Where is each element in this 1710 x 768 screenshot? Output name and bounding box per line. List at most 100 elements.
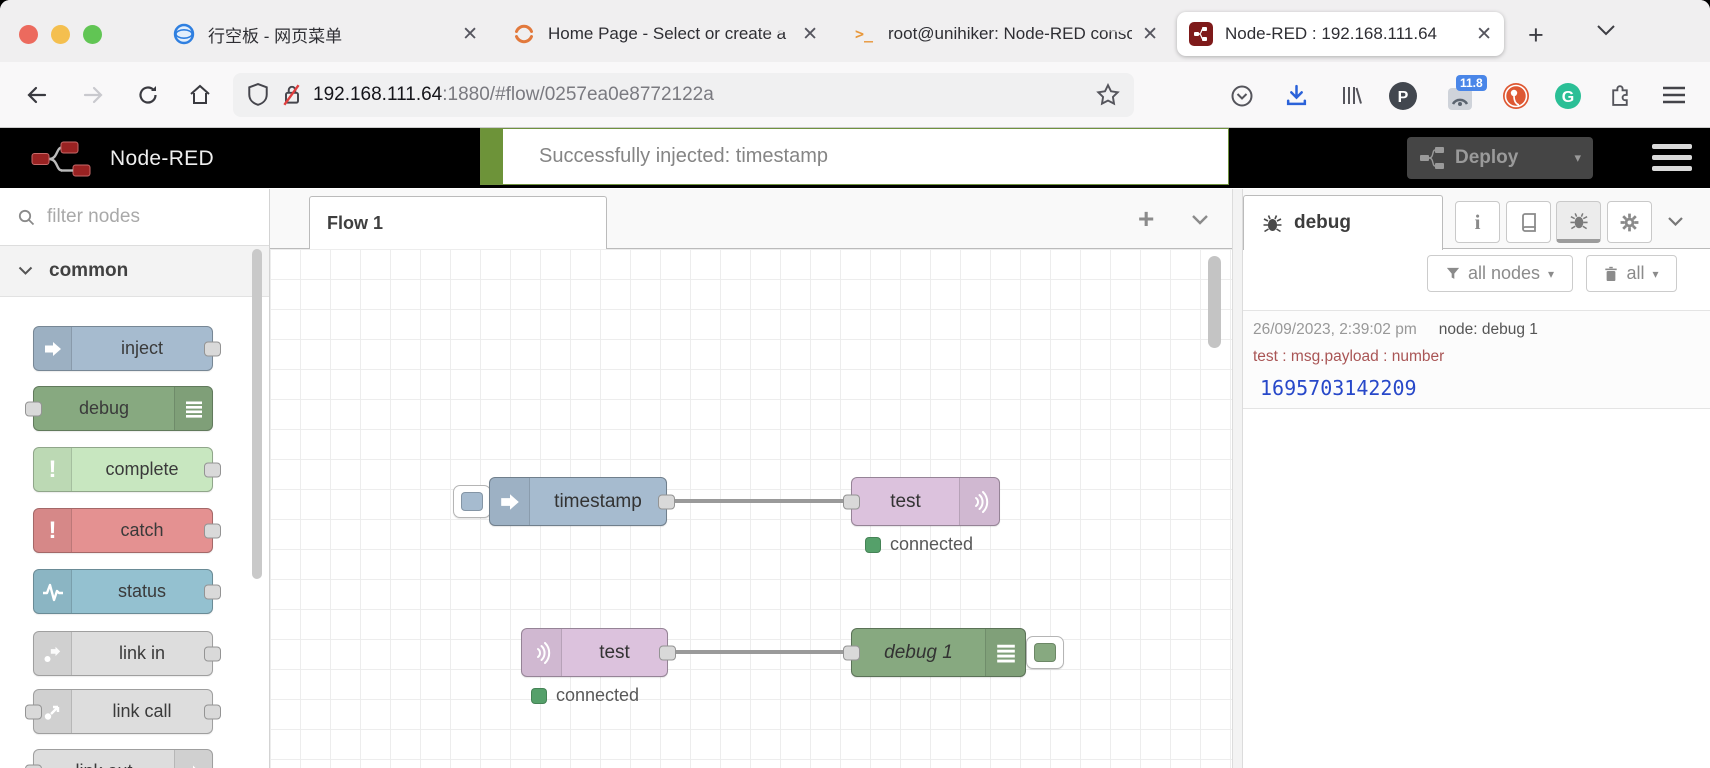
input-port[interactable] <box>843 645 860 660</box>
filter-nodes-input[interactable] <box>47 206 227 228</box>
bug-icon <box>1569 212 1588 229</box>
palette-node-link-call[interactable]: link call <box>25 689 221 734</box>
debug-clear-button[interactable]: all ▾ <box>1586 255 1677 292</box>
palette-filter[interactable] <box>0 189 269 246</box>
grammarly-icon[interactable]: G <box>1554 82 1582 110</box>
menu-hamburger-icon[interactable] <box>1662 85 1686 105</box>
output-port[interactable] <box>659 645 676 660</box>
tab-node-red-active[interactable]: Node-RED : 192.168.111.64 ✕ <box>1177 12 1504 56</box>
input-port[interactable] <box>25 401 42 416</box>
node-red-brand: Node-RED <box>30 139 214 179</box>
lock-disabled-icon[interactable] <box>281 83 303 107</box>
output-port[interactable] <box>204 462 221 477</box>
pulse-icon <box>34 570 72 613</box>
input-port[interactable] <box>25 764 42 768</box>
tab-home-page[interactable]: Home Page - Select or create a ✕ <box>500 12 830 56</box>
debug-toggle-button[interactable] <box>1026 636 1064 669</box>
output-port[interactable] <box>658 494 675 509</box>
node-label: debug 1 <box>884 641 953 663</box>
url-bar[interactable]: 192.168.111.64:1880/#flow/0257ea0e877212… <box>233 73 1134 117</box>
back-icon[interactable] <box>26 85 48 105</box>
wire-test-to-debug[interactable] <box>667 650 853 654</box>
inject-icon <box>490 478 530 525</box>
debug-tab-button[interactable] <box>1556 201 1601 243</box>
close-icon[interactable]: ✕ <box>1142 23 1158 45</box>
output-port[interactable] <box>204 646 221 661</box>
palette-node-catch[interactable]: ! catch <box>33 508 221 553</box>
sidebar-menu-chevron-icon[interactable] <box>1668 217 1683 226</box>
palette-node-label: complete <box>105 459 179 479</box>
pocket-icon[interactable] <box>1230 84 1254 108</box>
debug-message[interactable]: 26/09/2023, 2:39:02 pm node: debug 1 tes… <box>1243 310 1710 409</box>
flow-list-chevron-icon[interactable] <box>1192 215 1208 225</box>
library-icon[interactable] <box>1340 84 1364 108</box>
close-icon[interactable]: ✕ <box>802 23 818 45</box>
p-letter: P <box>1398 89 1409 106</box>
palette-scrollbar[interactable] <box>252 249 262 579</box>
list-tabs-chevron-icon[interactable] <box>1596 24 1616 36</box>
close-window-button[interactable] <box>19 25 38 44</box>
reload-icon[interactable] <box>136 83 160 107</box>
download-icon[interactable] <box>1284 83 1309 108</box>
output-port[interactable] <box>204 341 221 356</box>
node-test-out[interactable]: test <box>843 477 1000 526</box>
filter-button-label: all nodes <box>1467 263 1541 283</box>
input-port[interactable] <box>25 704 42 719</box>
maximize-window-button[interactable] <box>83 25 102 44</box>
sidebar-splitter[interactable] <box>1232 189 1243 768</box>
shield-icon[interactable] <box>247 83 269 107</box>
new-tab-button[interactable]: + <box>1528 20 1544 50</box>
tab-xingkongban[interactable]: 行空板 - 网页菜单 ✕ <box>160 12 490 56</box>
browser-tab-strip: 行空板 - 网页菜单 ✕ Home Page - Select or creat… <box>0 0 1710 62</box>
node-debug-1[interactable]: debug 1 <box>843 628 1026 677</box>
canvas-scrollbar[interactable] <box>1208 256 1221 348</box>
palette-node-complete[interactable]: ! complete <box>33 447 221 492</box>
input-port[interactable] <box>843 494 860 509</box>
broadcast-icon <box>959 478 999 525</box>
palette-node-debug[interactable]: debug <box>25 386 213 431</box>
minimize-window-button[interactable] <box>51 25 70 44</box>
flow-tab-label: Flow 1 <box>327 213 384 233</box>
toast-message: Successfully injected: timestamp <box>539 145 829 167</box>
home-icon[interactable] <box>188 83 212 107</box>
palette-category-common[interactable]: common <box>0 246 269 297</box>
extension-p-icon[interactable]: P <box>1388 81 1418 111</box>
duckduckgo-icon[interactable] <box>1502 82 1530 110</box>
debug-filter-button[interactable]: all nodes ▾ <box>1427 255 1573 292</box>
palette-node-inject[interactable]: inject <box>33 326 221 371</box>
palette-node-status[interactable]: status <box>33 569 221 614</box>
palette-node-link-in[interactable]: link in <box>33 631 221 676</box>
tab-terminal[interactable]: >_ root@unihiker: Node-RED conso ✕ <box>840 12 1170 56</box>
node-test-in[interactable]: test <box>521 628 676 677</box>
bookmark-star-icon[interactable] <box>1096 83 1120 107</box>
canvas-grid[interactable] <box>270 249 1232 768</box>
palette-node-link-out[interactable]: link out <box>25 749 213 768</box>
notification-toast: Successfully injected: timestamp <box>480 128 1229 185</box>
status-dot-icon <box>865 536 881 553</box>
info-tab-button[interactable]: i <box>1455 201 1500 243</box>
help-tab-button[interactable] <box>1506 201 1551 243</box>
output-port[interactable] <box>204 584 221 599</box>
sidebar-tab-label: debug <box>1294 212 1351 233</box>
main-menu-icon[interactable] <box>1652 144 1692 171</box>
node-timestamp[interactable]: timestamp <box>489 477 675 526</box>
orange-spinner-icon <box>512 22 536 46</box>
url-path: :1880/#flow/0257ea0e8772122a <box>442 84 714 105</box>
deploy-chevron-icon[interactable]: ▾ <box>1574 150 1581 165</box>
extensions-puzzle-icon[interactable] <box>1608 83 1633 108</box>
output-port[interactable] <box>204 704 221 719</box>
wire-inject-to-test[interactable] <box>666 499 853 503</box>
exclamation-icon: ! <box>34 509 72 552</box>
config-tab-button[interactable] <box>1607 201 1652 243</box>
extension-gauge-icon[interactable]: 11.8 <box>1446 75 1487 112</box>
add-flow-button[interactable]: + <box>1138 203 1155 234</box>
tab-flow-1[interactable]: Flow 1 <box>309 196 607 250</box>
debug-lines-icon <box>174 387 212 430</box>
close-icon[interactable]: ✕ <box>462 23 478 45</box>
output-port[interactable] <box>204 523 221 538</box>
deploy-button[interactable]: Deploy ▾ <box>1407 137 1593 179</box>
close-icon[interactable]: ✕ <box>1476 23 1492 45</box>
forward-icon[interactable] <box>82 85 104 105</box>
inject-trigger-button[interactable] <box>453 485 491 518</box>
sidebar-tab-debug[interactable]: debug <box>1243 195 1443 250</box>
